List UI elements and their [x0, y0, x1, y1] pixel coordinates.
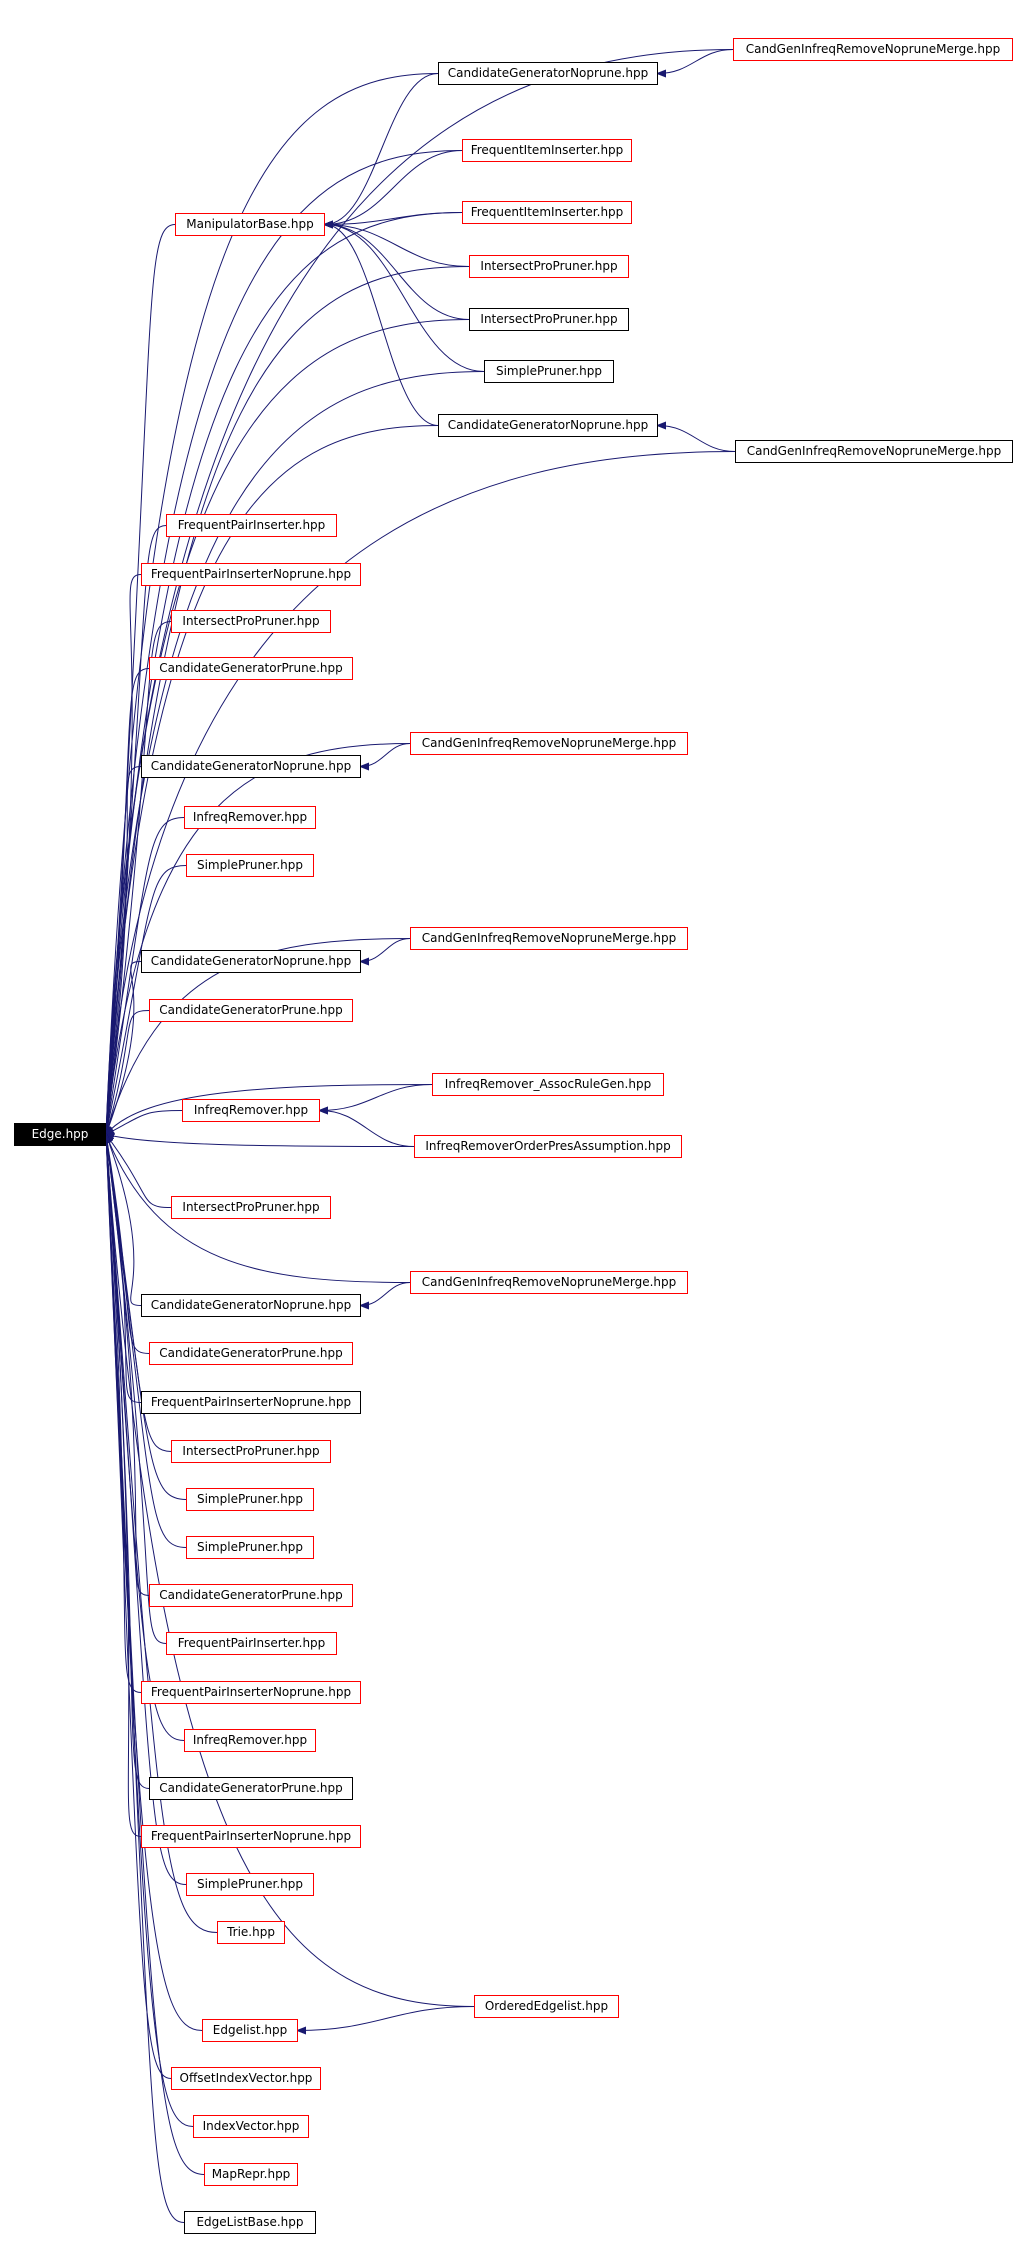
node-box[interactable]: EdgeListBase.hpp: [184, 2211, 316, 2234]
node-box[interactable]: ManipulatorBase.hpp: [175, 213, 325, 236]
node-box[interactable]: FrequentPairInserterNoprune.hpp: [141, 1681, 361, 1704]
node-box[interactable]: FrequentPairInserter.hpp: [166, 1632, 337, 1655]
node-box[interactable]: CandGenInfreqRemoveNopruneMerge.hpp: [410, 927, 688, 950]
node-box[interactable]: OrderedEdgelist.hpp: [474, 1995, 619, 2018]
edge-n8-to-root: [106, 371, 485, 1135]
node-box[interactable]: CandidateGeneratorPrune.hpp: [149, 657, 353, 680]
edge-n25-to-root: [106, 1135, 172, 1208]
edge-n42-to-root: [106, 1135, 203, 2031]
edge-n8-to-n5: [325, 225, 485, 372]
edge-n38-to-root: [106, 1135, 142, 1837]
edge-n22-to-root: [106, 1084, 433, 1135]
edge-n21-to-root: [106, 1010, 150, 1135]
node-box[interactable]: SimplePruner.hpp: [186, 1488, 314, 1511]
node-box[interactable]: FrequentItemInserter.hpp: [462, 201, 632, 224]
edge-n31-to-root: [106, 1135, 187, 1500]
edge-n39-to-root: [106, 1135, 187, 1885]
node-box[interactable]: IntersectProPruner.hpp: [171, 1196, 331, 1219]
edge-n15-to-n16: [361, 743, 411, 767]
node-box[interactable]: InfreqRemover.hpp: [184, 806, 316, 829]
edge-n24-to-root: [106, 1135, 415, 1147]
edge-n6-to-n5: [325, 225, 470, 267]
node-box[interactable]: IntersectProPruner.hpp: [171, 1440, 331, 1463]
edge-n24-to-n23: [320, 1111, 415, 1147]
node-box[interactable]: CandidateGeneratorNoprune.hpp: [438, 414, 658, 437]
edge-n41-to-n42: [298, 2006, 475, 2031]
node-box[interactable]: InfreqRemover_AssocRuleGen.hpp: [432, 1073, 664, 1096]
edge-n23-to-root: [106, 1110, 183, 1135]
node-box[interactable]: FrequentItemInserter.hpp: [462, 139, 632, 162]
edge-n9-to-n5: [325, 225, 439, 426]
edge-n12-to-root: [106, 574, 142, 1135]
edge-n2-to-n5: [325, 73, 439, 225]
edge-n44-to-root: [106, 1135, 194, 2127]
edge-n28-to-root: [106, 1135, 150, 1354]
node-box[interactable]: CandidateGeneratorPrune.hpp: [149, 1342, 353, 1365]
edge-n11-to-root: [106, 525, 167, 1135]
node-box[interactable]: InfreqRemoverOrderPresAssumption.hpp: [414, 1135, 682, 1158]
node-box[interactable]: CandGenInfreqRemoveNopruneMerge.hpp: [735, 440, 1013, 463]
node-box[interactable]: Edgelist.hpp: [202, 2019, 298, 2042]
node-box[interactable]: CandidateGeneratorPrune.hpp: [149, 1777, 353, 1800]
node-box[interactable]: FrequentPairInserterNoprune.hpp: [141, 563, 361, 586]
node-box[interactable]: CandGenInfreqRemoveNopruneMerge.hpp: [733, 38, 1013, 61]
root-node-box: Edge.hpp: [14, 1123, 106, 1146]
node-box[interactable]: SimplePruner.hpp: [484, 360, 614, 383]
edge-n2-to-root: [106, 73, 439, 1135]
node-box[interactable]: CandidateGeneratorNoprune.hpp: [141, 950, 361, 973]
node-box[interactable]: CandidateGeneratorNoprune.hpp: [141, 755, 361, 778]
edge-n9-to-root: [106, 425, 439, 1135]
edge-n34-to-root: [106, 1135, 167, 1644]
edge-n16-to-root: [106, 766, 142, 1135]
node-box[interactable]: FrequentPairInserter.hpp: [166, 514, 337, 537]
node-box[interactable]: SimplePruner.hpp: [186, 1536, 314, 1559]
node-box[interactable]: CandidateGeneratorNoprune.hpp: [141, 1294, 361, 1317]
node-box[interactable]: InfreqRemover.hpp: [184, 1729, 316, 1752]
edge-n46-to-root: [106, 1135, 185, 2223]
edge-n3-to-root: [106, 150, 463, 1135]
node-box[interactable]: IntersectProPruner.hpp: [469, 255, 629, 278]
edge-n27-to-root: [106, 1135, 142, 1306]
node-box[interactable]: FrequentPairInserterNoprune.hpp: [141, 1391, 361, 1414]
edge-n20-to-root: [106, 961, 142, 1135]
edge-n10-to-n9: [658, 426, 736, 452]
edge-n41-to-root: [106, 1135, 475, 2007]
edge-n6-to-root: [106, 266, 470, 1135]
edge-n43-to-root: [106, 1135, 172, 2079]
edge-n19-to-n20: [361, 938, 411, 962]
node-box[interactable]: IndexVector.hpp: [193, 2115, 309, 2138]
node-box[interactable]: CandidateGeneratorNoprune.hpp: [438, 62, 658, 85]
node-box[interactable]: SimplePruner.hpp: [186, 854, 314, 877]
edge-n1-to-n2: [658, 49, 734, 74]
edge-n4-to-n5: [325, 212, 463, 225]
edge-n26-to-root: [106, 1135, 411, 1283]
node-box[interactable]: IntersectProPruner.hpp: [469, 308, 629, 331]
edge-n17-to-root: [106, 817, 185, 1135]
edge-n7-to-n5: [325, 225, 470, 320]
node-box[interactable]: OffsetIndexVector.hpp: [171, 2067, 321, 2090]
node-box[interactable]: FrequentPairInserterNoprune.hpp: [141, 1825, 361, 1848]
node-box[interactable]: MapRepr.hpp: [204, 2163, 298, 2186]
edge-n26-to-n27: [361, 1282, 411, 1306]
node-box[interactable]: SimplePruner.hpp: [186, 1873, 314, 1896]
edge-n32-to-root: [106, 1135, 187, 1548]
node-box[interactable]: InfreqRemover.hpp: [182, 1099, 320, 1122]
node-box[interactable]: CandidateGeneratorPrune.hpp: [149, 1584, 353, 1607]
edge-n22-to-n23: [320, 1084, 433, 1111]
node-box[interactable]: CandGenInfreqRemoveNopruneMerge.hpp: [410, 1271, 688, 1294]
edge-n13-to-root: [106, 621, 172, 1135]
edge-n14-to-root: [106, 668, 150, 1135]
node-box[interactable]: CandGenInfreqRemoveNopruneMerge.hpp: [410, 732, 688, 755]
edge-n10-to-root: [106, 451, 736, 1135]
edge-n18-to-root: [106, 865, 187, 1135]
node-box[interactable]: CandidateGeneratorPrune.hpp: [149, 999, 353, 1022]
node-box[interactable]: IntersectProPruner.hpp: [171, 610, 331, 633]
node-box[interactable]: Trie.hpp: [217, 1921, 285, 1944]
